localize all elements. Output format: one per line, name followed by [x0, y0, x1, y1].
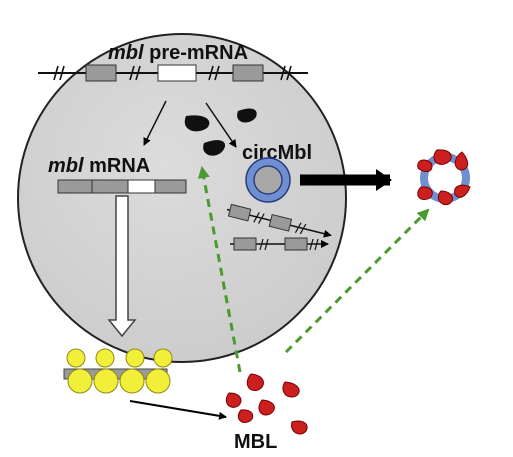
- splicing-arrow: [143, 100, 167, 146]
- export-arrow: [107, 195, 137, 338]
- mbl-protein-label: MBL: [234, 431, 277, 453]
- mbl-protein-icon: [246, 373, 264, 392]
- cytoplasmic-mbl-proteins: [225, 373, 308, 435]
- circmbl-mbl-complex: [417, 149, 471, 206]
- mrna-label: mbl mRNA: [48, 155, 150, 177]
- mbl-protein-icon: [437, 190, 453, 206]
- mbl-protein-icon: [258, 399, 275, 416]
- mbl-protein-icon: [237, 409, 254, 424]
- pre-mrna-label: mbl pre-mRNA: [108, 42, 248, 64]
- mature-mrna: [57, 179, 187, 194]
- circmbl-label: circMbl: [242, 142, 312, 164]
- nascent-transcripts: [226, 203, 332, 251]
- exon-box: [85, 64, 117, 82]
- nuclear-import-arrow: [197, 166, 242, 373]
- backsplicing-arrow: [205, 102, 237, 148]
- mbl-protein-icon: [454, 151, 469, 171]
- mbl-protein-icon: [237, 108, 257, 123]
- translation-arrow: [129, 400, 227, 420]
- mbl-protein-icon: [203, 140, 226, 156]
- mbl-protein-icon: [433, 149, 452, 165]
- mbl-protein-icon: [454, 184, 471, 198]
- circularized-exon-box: [157, 64, 197, 82]
- nucleus: [17, 33, 347, 363]
- nuclear-mbl-proteins: [184, 108, 257, 156]
- mbl-protein-icon: [225, 392, 242, 408]
- mbl-protein-icon: [290, 420, 308, 435]
- ribosome-icon: [63, 348, 173, 394]
- mbl-protein-icon: [282, 381, 300, 398]
- mbl-protein-icon: [184, 115, 210, 132]
- mbl-protein-icon: [417, 186, 433, 201]
- exon-box: [232, 64, 264, 82]
- circ-binding-arrow: [284, 208, 430, 354]
- circular-rna-icon: [245, 157, 291, 203]
- mbl-protein-icon: [417, 159, 433, 173]
- pre-mrna-gene: [38, 64, 308, 82]
